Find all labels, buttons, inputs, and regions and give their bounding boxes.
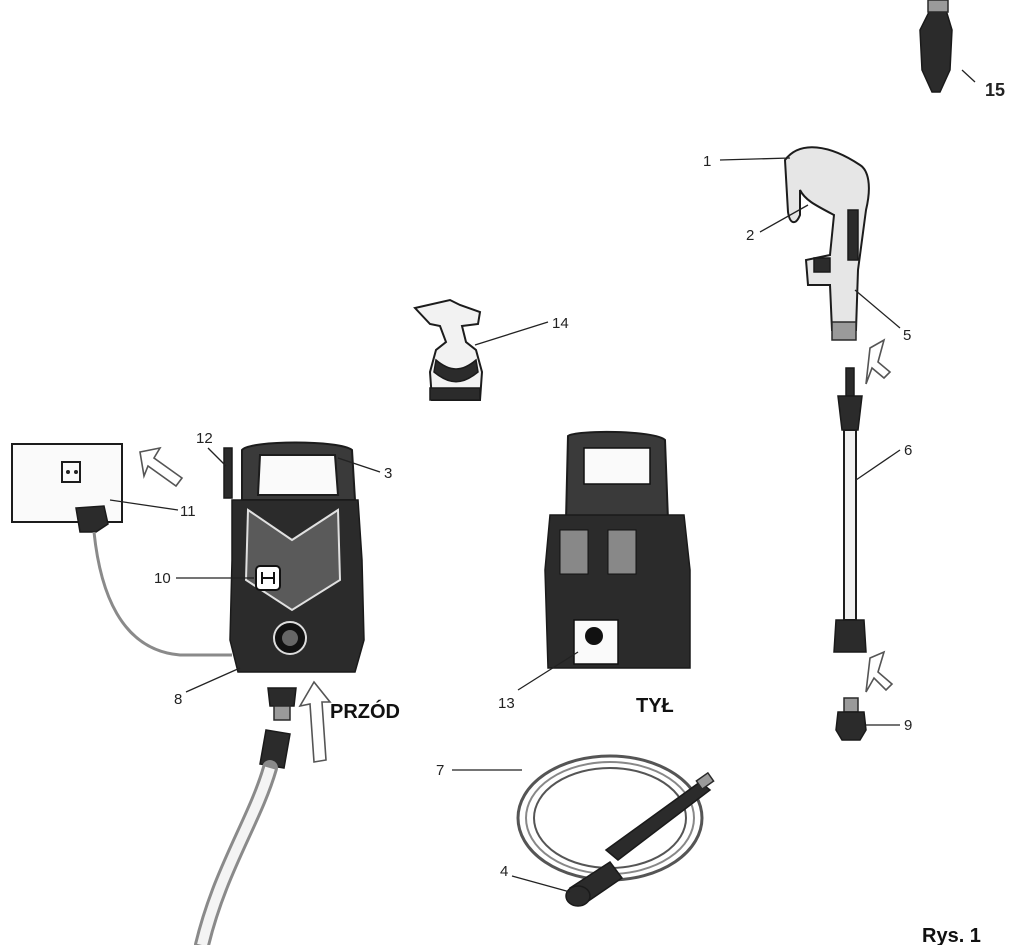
label-14: 14 <box>552 315 569 332</box>
washer-back <box>544 430 691 669</box>
figure-caption: Rys. 1 <box>922 925 981 945</box>
turbo-nozzle-icon <box>919 0 976 93</box>
leader-2 <box>759 204 809 233</box>
label-13: 13 <box>498 695 515 712</box>
leader-5 <box>854 289 901 329</box>
label-1: 1 <box>703 153 711 170</box>
adapter <box>835 697 867 741</box>
label-11: 11 <box>180 503 196 520</box>
soap-bottle-icon <box>413 298 484 401</box>
spray-gun <box>783 146 870 341</box>
label-7: 7 <box>436 762 444 779</box>
arrow-adapter-to-lance <box>865 650 894 693</box>
label-12: 12 <box>196 430 213 447</box>
leader-6 <box>855 449 901 481</box>
garden-hose <box>194 729 291 945</box>
label-8: 8 <box>174 691 182 708</box>
leader-8 <box>185 667 241 693</box>
leader-11 <box>109 499 179 511</box>
label-9: 9 <box>904 717 912 734</box>
wall-socket-icon <box>11 443 232 657</box>
caption-back: TYŁ <box>636 695 674 717</box>
leader-12 <box>207 447 227 467</box>
arrow-hose-to-front <box>298 680 332 763</box>
leader-1 <box>719 157 791 161</box>
leader-13 <box>517 651 579 691</box>
pressure-hose <box>516 754 715 907</box>
label-10: 10 <box>154 570 171 587</box>
label-6: 6 <box>904 442 912 459</box>
label-2: 2 <box>746 227 754 244</box>
lance <box>833 367 867 653</box>
leader-4 <box>511 875 571 893</box>
label-5: 5 <box>903 327 911 344</box>
label-4: 4 <box>500 863 508 880</box>
leader-14 <box>474 321 549 346</box>
label-3: 3 <box>384 465 392 482</box>
arrow-lance-to-gun <box>865 338 892 385</box>
arrow-plug-to-socket <box>139 446 184 488</box>
label-15: 15 <box>985 80 1005 100</box>
leader-3 <box>337 457 381 473</box>
washer-front <box>223 441 365 721</box>
caption-front: PRZÓD <box>330 699 400 723</box>
